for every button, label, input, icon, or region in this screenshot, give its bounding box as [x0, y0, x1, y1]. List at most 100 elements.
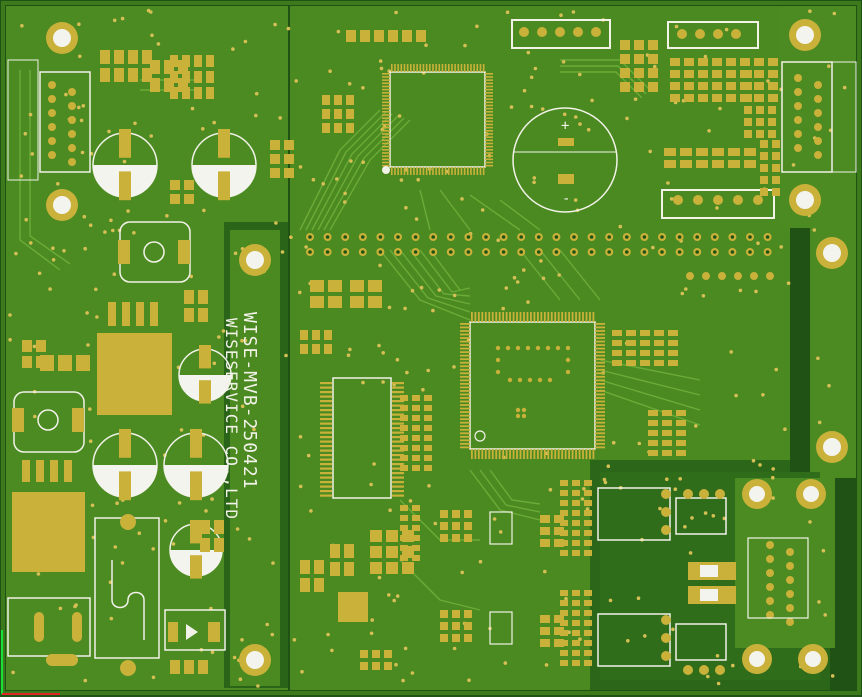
via	[294, 79, 299, 83]
chip-pin	[561, 449, 564, 459]
via	[330, 648, 334, 653]
chip-pin	[460, 393, 470, 396]
inductor-2	[12, 391, 85, 453]
via	[543, 569, 547, 574]
smd-pad	[744, 106, 752, 114]
chip-pin	[533, 449, 536, 459]
via	[812, 228, 817, 232]
smd-pad	[560, 500, 568, 506]
smd-pad	[640, 340, 650, 346]
smd-pad	[464, 610, 472, 618]
smd-pad	[670, 82, 680, 90]
smd-pad	[386, 530, 398, 542]
smd-pad	[760, 176, 768, 184]
chip-pin	[485, 79, 493, 81]
smd-pad	[300, 560, 310, 574]
chip-pin	[460, 390, 470, 392]
chip-pin	[392, 490, 404, 493]
smd-pad	[740, 58, 750, 66]
header-pin-hole	[642, 235, 647, 239]
pad-dot	[555, 345, 561, 351]
smd-pad	[584, 620, 592, 626]
chip-pin	[392, 458, 404, 461]
chip-pin	[392, 485, 404, 488]
chip-pin	[564, 449, 567, 459]
via	[32, 344, 37, 349]
smd-pad	[22, 356, 32, 368]
smd-pad	[344, 544, 354, 558]
via	[306, 453, 311, 458]
chip-pin	[578, 312, 581, 322]
via	[526, 300, 530, 304]
smd-pad	[572, 530, 580, 536]
via	[309, 509, 313, 513]
smd-pad	[412, 435, 420, 441]
pin-header-row-small	[48, 74, 822, 280]
smd-pad	[670, 94, 680, 102]
smd-pad	[668, 350, 678, 356]
chip-pin	[575, 312, 577, 322]
chip-pin	[320, 395, 332, 398]
chip-pin	[460, 323, 470, 325]
chip-pin	[477, 312, 480, 322]
chip-pin	[382, 123, 390, 126]
via	[625, 116, 629, 121]
via	[758, 463, 762, 467]
via	[602, 477, 607, 482]
smd-pad	[128, 50, 138, 64]
header-pin-hole	[519, 235, 523, 239]
via	[23, 131, 28, 136]
smd-pad	[662, 430, 672, 436]
via	[210, 650, 215, 655]
smd-pad	[412, 555, 420, 561]
chip-pin	[491, 312, 494, 322]
via	[580, 497, 585, 501]
chip-pin	[406, 64, 409, 72]
smd-pad	[400, 425, 408, 431]
chip-pin	[320, 440, 332, 443]
chip-pin	[320, 431, 332, 434]
pad-dot	[545, 345, 551, 351]
via	[298, 290, 302, 295]
smd-pad	[424, 455, 432, 461]
chip-pin	[460, 379, 470, 382]
chip-pin	[516, 312, 518, 322]
smd-pad	[400, 405, 408, 411]
smd-pad	[560, 610, 568, 616]
header-pin-hole	[484, 250, 488, 254]
chip-pin	[595, 358, 605, 361]
chip-pin	[460, 442, 470, 445]
chip-pin	[460, 365, 470, 368]
via	[392, 598, 397, 603]
smd-pad	[612, 360, 622, 366]
header-connector-top-1	[511, 19, 611, 49]
via	[419, 285, 424, 290]
via	[328, 69, 332, 73]
smd-pad	[330, 562, 340, 576]
via	[361, 86, 365, 90]
chip-pin	[585, 312, 588, 322]
smd-pad	[554, 639, 564, 647]
chip-pin	[476, 64, 479, 72]
via	[562, 112, 567, 117]
header-pin-hole	[572, 235, 576, 239]
via	[680, 291, 685, 296]
via	[94, 287, 98, 292]
capacitor-pad	[190, 520, 202, 544]
via	[564, 596, 568, 601]
chip-pin	[485, 149, 493, 151]
via	[103, 230, 107, 234]
smd-pad	[170, 71, 178, 83]
chip-pin	[460, 375, 470, 378]
smd-pad	[684, 70, 694, 78]
header-pin-hole	[378, 250, 383, 254]
chip-pin	[536, 312, 539, 322]
via	[548, 487, 553, 492]
pad-dot	[535, 345, 541, 351]
via	[751, 458, 756, 463]
via	[113, 545, 118, 549]
electrolytic-capacitors	[92, 129, 257, 579]
smd-pad	[424, 425, 432, 431]
via	[254, 91, 259, 96]
header-pin-hole	[361, 235, 365, 239]
